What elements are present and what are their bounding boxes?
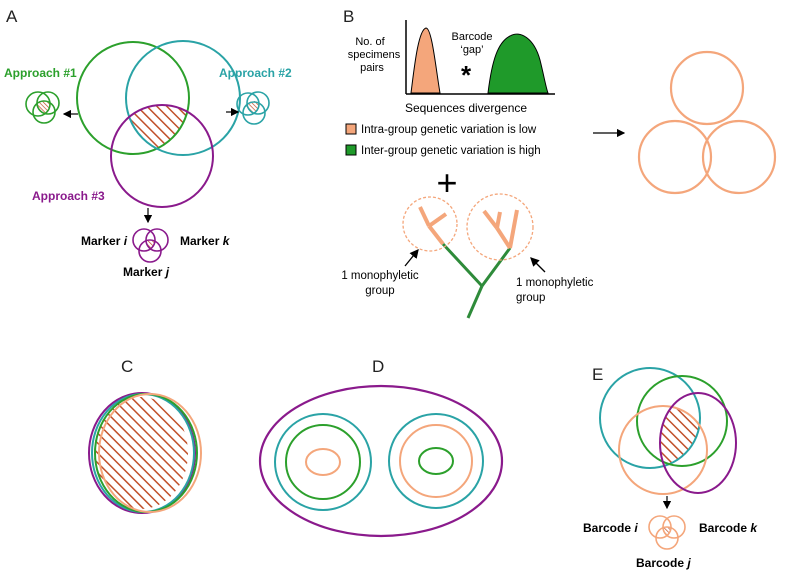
arrow-to-left-group [404, 248, 419, 267]
marker-i-label: Marker i [81, 234, 128, 248]
approach-3-circle [110, 104, 214, 208]
approach-1-circle [76, 41, 190, 155]
panel-b: B No. of specimens pairs Barcode ‘gap’ *… [341, 7, 777, 319]
barcode-gap-line1: Barcode [452, 31, 493, 43]
right-monophyletic-group-outline [466, 193, 534, 261]
marker-venn [132, 228, 169, 263]
marker-j-label: Marker j [123, 265, 170, 279]
mono-left-line2: group [365, 285, 394, 297]
barcode-j-label: Barcode j [636, 556, 691, 570]
panel-e-label: E [592, 365, 603, 384]
legend-intra-label: Intra-group genetic variation is low [361, 124, 537, 136]
barcode-gap-asterisk: * [461, 60, 472, 90]
plus-sign: + [436, 162, 457, 203]
panel-e: E Barcode i Barcode k Barcode j [583, 365, 758, 570]
outer-ellipse [258, 384, 504, 538]
approach-2-label: Approach #2 [219, 66, 292, 80]
approach-1-label: Approach #1 [4, 66, 77, 80]
panel-a-label: A [6, 7, 18, 26]
barcode-gap-line2: ‘gap’ [460, 44, 483, 56]
barcode-k-label: Barcode k [699, 521, 758, 535]
legend-intra-swatch [345, 123, 357, 135]
phylogenetic-tree [402, 193, 534, 319]
mono-left-line1: 1 monophyletic [341, 270, 419, 282]
panel-b-label: B [343, 7, 354, 26]
mono-right-line2: group [516, 292, 545, 304]
histogram-ylabel-line1: No. of [355, 36, 385, 48]
histogram-ylabel-line3: pairs [360, 62, 384, 74]
arrow-to-right-group [530, 257, 546, 273]
approach-3-label: Approach #3 [32, 189, 105, 203]
intra-group-peak [410, 27, 441, 94]
mono-right-line1: 1 monophyletic [516, 277, 594, 289]
separated-groups-circles [637, 50, 777, 195]
approach-1-small-venn [25, 91, 60, 124]
barcode-venn [648, 515, 686, 550]
histogram-ylabel-line2: specimens [348, 49, 401, 61]
panel-c: C [88, 357, 202, 514]
panel-d: D [258, 357, 504, 538]
left-monophyletic-group-outline [402, 196, 458, 252]
legend-inter-swatch [345, 144, 357, 156]
approach-2-circle [125, 40, 241, 156]
panel-c-label: C [121, 357, 133, 376]
marker-k-label: Marker k [180, 234, 231, 248]
barcode-i-label: Barcode i [583, 521, 638, 535]
approach-2-small-venn [236, 91, 270, 125]
nested-hatch [94, 397, 188, 509]
histogram-xlabel: Sequences divergence [405, 101, 527, 115]
legend-inter-label: Inter-group genetic variation is high [361, 145, 541, 157]
inter-group-peak [487, 33, 549, 94]
panel-d-label: D [372, 357, 384, 376]
